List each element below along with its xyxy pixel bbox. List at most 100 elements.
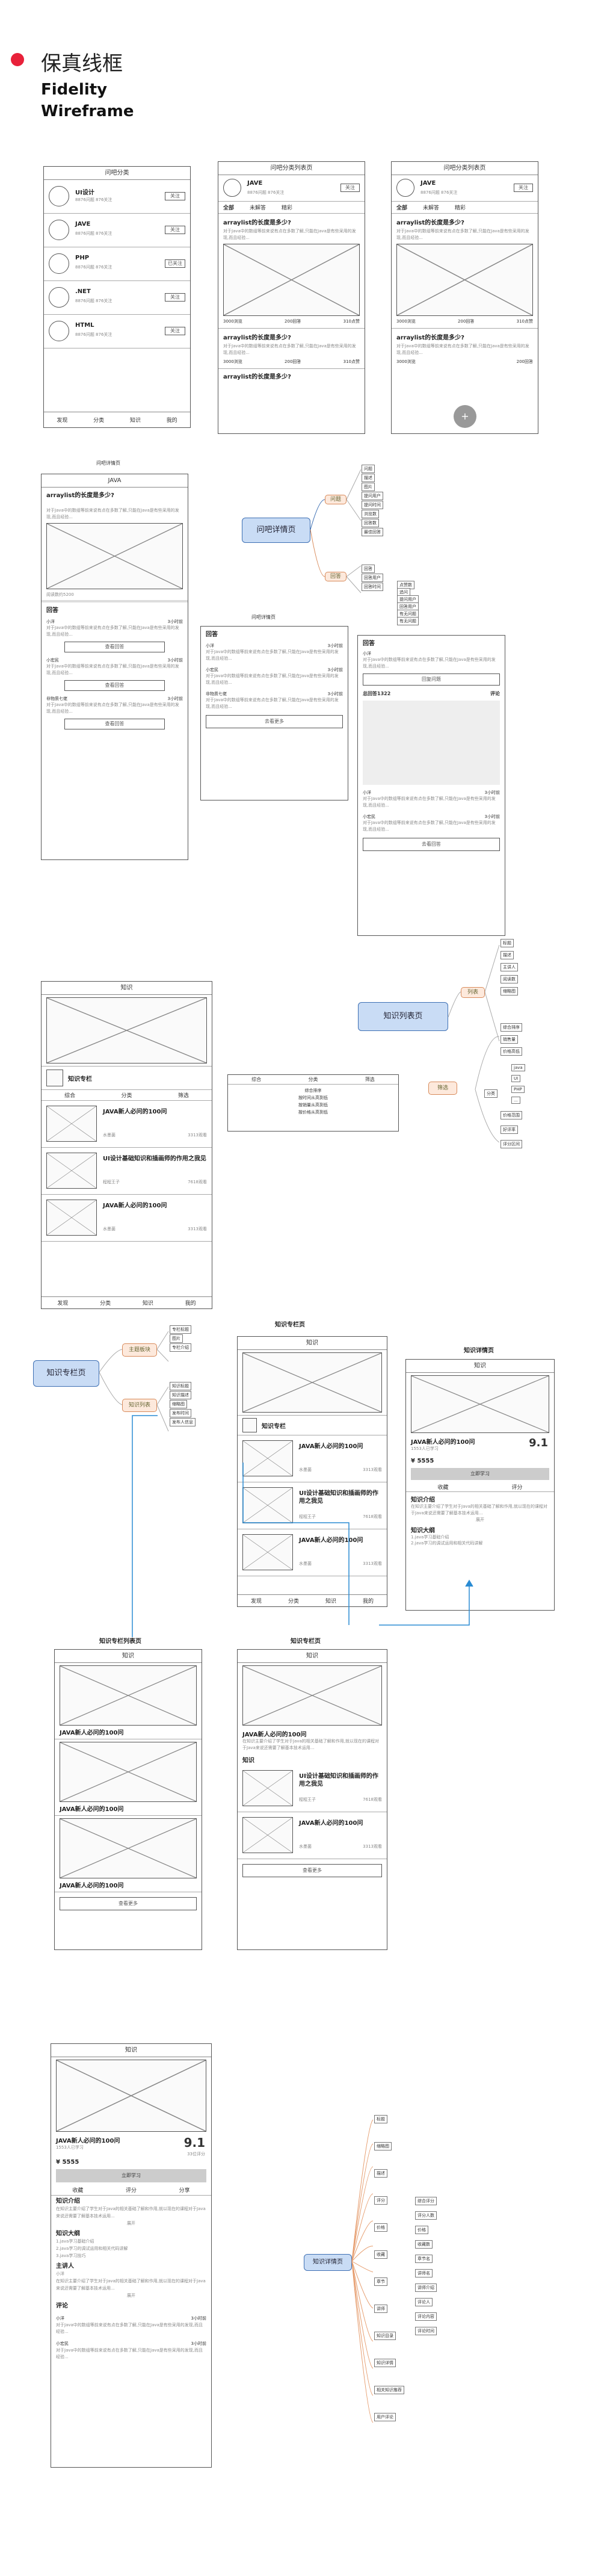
tab-filter[interactable]: 筛选 [177,1093,189,1099]
nav-category[interactable]: 分类 [288,1599,299,1605]
nav-discover[interactable]: 发现 [57,418,68,424]
tab-rate[interactable]: 评分 [125,2188,137,2194]
filter-option[interactable]: 按销量从高到低 [298,1103,328,1107]
course-views: 7618观看 [363,1797,382,1802]
more-button[interactable]: 查看更多 [60,1897,197,1910]
expand-link[interactable]: 展开 [127,2221,135,2226]
filter-filter[interactable]: 筛选 [365,1077,375,1082]
follow-button[interactable]: 关注 [165,293,185,302]
fab-add-button[interactable]: + [454,405,476,428]
column-card[interactable]: JAVA新人必问的100问 [55,1739,202,1816]
course-row[interactable]: JAVA新人必问的100问 水墨菌 3313观看 [238,1435,387,1482]
category-row[interactable]: .NET 8876问题 876关注 关注 [44,281,190,315]
column-label[interactable]: 知识专栏 [262,1423,286,1430]
follow-button[interactable]: 已关注 [165,259,185,268]
question-title[interactable]: arraylist的长度是多少? [223,374,291,380]
nav-mine[interactable]: 我的 [185,1301,196,1307]
screen-title: 问吧分类列表页 [392,162,538,175]
more-answer-button[interactable]: 查看回答 [64,642,165,652]
tab-overall[interactable]: 综合 [64,1093,76,1099]
expand-link[interactable]: 展开 [127,2293,135,2298]
filter-overall[interactable]: 综合 [251,1077,262,1082]
column-card[interactable]: JAVA新人必问的100问 [55,1663,202,1739]
ask-more-button[interactable]: 去看更多 [206,715,343,728]
more-answer-button[interactable]: 查看回答 [64,680,165,691]
buy-button[interactable]: 立即学习 [411,1468,549,1480]
nav-category[interactable]: 分类 [100,1301,111,1307]
follow-button[interactable]: 关注 [165,327,185,335]
nav-discover[interactable]: 发现 [250,1599,262,1605]
course-title: JAVA新人必问的100问 [56,2138,120,2144]
category-row[interactable]: HTML 8876问题 876关注 关注 [44,315,190,348]
filter-category[interactable]: 分类 [308,1077,318,1082]
tab-category[interactable]: 分类 [121,1093,132,1099]
course-thumb [242,1534,293,1570]
course-row[interactable]: JAVA新人必问的100问 水墨菌 3313观看 [42,1101,212,1148]
nav-discover[interactable]: 发现 [57,1301,69,1307]
tab-unanswered[interactable]: 未解答 [250,205,266,211]
filter-option[interactable]: 按时间从高到低 [298,1095,328,1100]
answer-item: 小洋 3小时前 对于Java中的数组等前来说有点在多数了解,只能在Java是有些… [206,643,343,662]
view-answer-button[interactable]: 去看回答 [363,838,500,851]
more-button[interactable]: 查看更多 [242,1864,382,1877]
expand-link[interactable]: 展开 [476,1517,484,1522]
mind-root-detail: 知识详情页 [304,2254,352,2271]
tab-favorite[interactable]: 收藏 [72,2188,84,2194]
tab-all[interactable]: 全部 [223,205,235,211]
buy-button[interactable]: 立即学习 [56,2169,206,2182]
nav-knowledge[interactable]: 知识 [129,418,141,424]
question-title[interactable]: arraylist的长度是多少? [396,335,464,341]
course-row[interactable]: JAVA新人必问的100问 水墨菌 3313观看 [238,1529,387,1576]
tab-featured[interactable]: 精彩 [282,205,293,211]
course-name: JAVA新人必问的100问 [60,1730,124,1736]
caption-qa-answers: 问吧详情页 [251,615,276,620]
tab-favorite[interactable]: 收藏 [437,1485,449,1491]
mind-subleaf: 讲师介绍 [415,2283,437,2292]
question-title[interactable]: arraylist的长度是多少? [396,220,464,226]
more-answer-button[interactable]: 查看回答 [64,719,165,729]
tab-unanswered[interactable]: 未解答 [423,205,440,211]
answer-item: 小宏民 3小时前 对于Java中的数组等前来说有点在多数了解,只能在Java是有… [206,667,343,686]
category-row[interactable]: PHP 8876问题 876关注 已关注 [44,247,190,281]
question-text: 对于Java中的数组等前来说有点在多数了解,只能在Java是有些采用的发现,而且… [396,229,529,240]
reply-button[interactable]: 回复问题 [363,673,500,686]
follow-button[interactable]: 关注 [165,192,185,200]
course-row[interactable]: JAVA新人必问的100问 水墨菌 3313观看 [238,1812,387,1859]
tab-featured[interactable]: 精彩 [455,205,466,211]
category-row[interactable]: UI设计 8876问题 876关注 关注 [44,180,190,214]
course-row[interactable]: UI设计基础知识和插画师的作用之我见 程程王子 7618观看 [238,1482,387,1529]
answer-user: 小洋 [46,619,55,624]
nav-knowledge[interactable]: 知识 [325,1599,336,1605]
course-row[interactable]: UI设计基础知识和插画师的作用之我见 程程王子 7618观看 [238,1765,387,1812]
filter-option[interactable]: 按价格从高到低 [298,1110,328,1115]
mind-leaf: 评分区间 [500,1140,522,1148]
course-thumb [46,1106,97,1142]
question-text: 对于Java中的数组等前来说有点在多数了解,只能在Java是有些采用的发现,而且… [396,344,529,355]
nav-mine[interactable]: 我的 [362,1599,374,1605]
course-row[interactable]: JAVA新人必问的100问 水墨菌 3313观看 [42,1195,212,1242]
course-author: 水墨菌 [299,1844,312,1849]
answer-text: 对于Java中的数组等前来说有点在多数了解,只能在Java是有些采用的发现,而且… [363,657,496,669]
question-title[interactable]: arraylist的长度是多少? [223,335,291,341]
category-row[interactable]: JAVE 8876问题 876关注 关注 [44,214,190,247]
tab-all[interactable]: 全部 [396,205,408,211]
mind-leaf: 评分 [374,2196,387,2205]
question-title[interactable]: arraylist的长度是多少? [223,220,291,226]
course-author: 水墨菌 [103,1133,116,1138]
answer-text: 对于Java中的数组等前来说有点在多数了解,只能在Java是有些采用的发现,而且… [363,796,496,808]
knowledge-label: 知识 [242,1757,254,1764]
caption-column-list: 知识专栏列表页 [99,1638,141,1645]
follow-button[interactable]: 关注 [340,184,360,192]
column-label[interactable]: 知识专栏 [68,1076,92,1083]
follow-button[interactable]: 关注 [165,226,185,234]
nav-category[interactable]: 分类 [93,418,105,424]
tab-rate[interactable]: 评分 [511,1485,523,1491]
nav-mine[interactable]: 我的 [166,418,177,424]
filter-option[interactable]: 综合排序 [304,1088,322,1093]
mind-leaf: 描述 [500,951,514,959]
nav-knowledge[interactable]: 知识 [142,1301,153,1307]
tab-share[interactable]: 分享 [179,2188,190,2194]
column-card[interactable]: JAVA新人必问的100问 [55,1816,202,1892]
course-row[interactable]: UI设计基础知识和插画师的作用之我见 程程王子 7618观看 [42,1148,212,1195]
follow-button[interactable]: 关注 [514,184,533,192]
